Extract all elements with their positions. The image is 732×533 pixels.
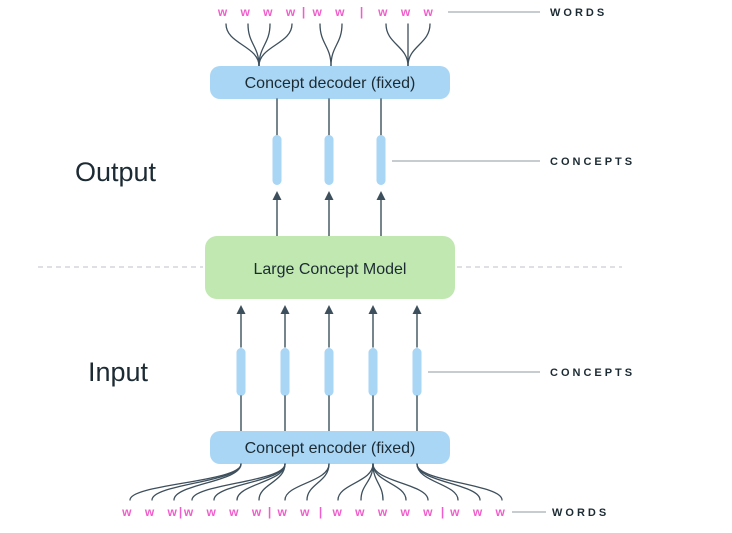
strand [416,463,459,501]
concept-encoder-label: Concept encoder (fixed) [245,440,416,457]
encoder-to-words-strands [129,463,503,501]
up-arrowhead [324,191,334,200]
top-word-group-1: w w w w [217,5,300,19]
concept-bar [236,348,246,396]
up-arrowhead [280,305,290,314]
strand [213,463,286,501]
concept-bar [324,348,334,396]
strand [306,463,330,501]
bottom-word-group-2: w w w w [183,505,266,519]
output-section-label: Output [75,157,157,187]
strand [330,23,343,67]
strand [416,463,503,501]
bottom-word-separator: | [441,505,449,519]
strand [258,23,293,67]
bottom-word-group-3: w w [276,505,314,519]
strand [151,463,242,501]
strand [385,23,409,67]
bottom-word-group-4: w w w w w [331,505,437,519]
top-word-separator: | [360,5,368,19]
concepts-output-label: CONCEPTS [550,156,635,168]
decoder-to-concepts-lines [276,98,382,137]
concepts-input-label: CONCEPTS [550,367,635,379]
strand [258,463,286,501]
up-arrowhead [324,305,334,314]
output-concept-bars [272,135,386,185]
words-bottom-label: WORDS [552,507,609,519]
up-arrowhead [368,305,378,314]
bottom-word-group-1: w w w [121,505,182,519]
bottom-word-separator: | [319,505,327,519]
lcm-output-arrows [272,191,386,237]
bottom-words-row: w w w | w w w w | w w | w w w w w | w w … [121,505,510,519]
top-word-group-3: w w w [377,5,438,19]
top-word-group-2: w w [311,5,349,19]
strand [191,463,286,501]
input-lcm-arrows [236,305,422,348]
strand [407,23,431,67]
concept-decoder-box [210,66,450,99]
bottom-word-separator: | [179,505,187,519]
concept-bar [412,348,422,396]
strand [129,463,242,501]
up-arrowhead [376,191,386,200]
up-arrowhead [236,305,246,314]
strand [284,463,330,501]
words-top-label: WORDS [550,7,607,19]
input-concept-bars [236,348,422,396]
concept-encoder-box [210,431,450,464]
bottom-word-separator: | [268,505,276,519]
strand [372,463,429,501]
strand [319,23,332,67]
decoder-to-words-strands [225,23,431,67]
concept-bar [280,348,290,396]
input-section-label: Input [88,357,149,387]
strand [173,463,242,501]
concept-bar [376,135,386,185]
top-word-separator: | [302,5,310,19]
concept-bar [324,135,334,185]
bottom-word-group-5: w w w [449,505,510,519]
concept-bar [272,135,282,185]
up-arrowhead [272,191,282,200]
encoder-to-concepts-lines [240,395,418,432]
strand [337,463,374,501]
up-arrowhead [412,305,422,314]
concept-bar [368,348,378,396]
top-words-row: w w w w | w w | w w w [217,5,438,19]
concept-decoder-label: Concept decoder (fixed) [245,75,416,92]
large-concept-model-box [205,236,455,299]
large-concept-model-label: Large Concept Model [254,261,407,278]
